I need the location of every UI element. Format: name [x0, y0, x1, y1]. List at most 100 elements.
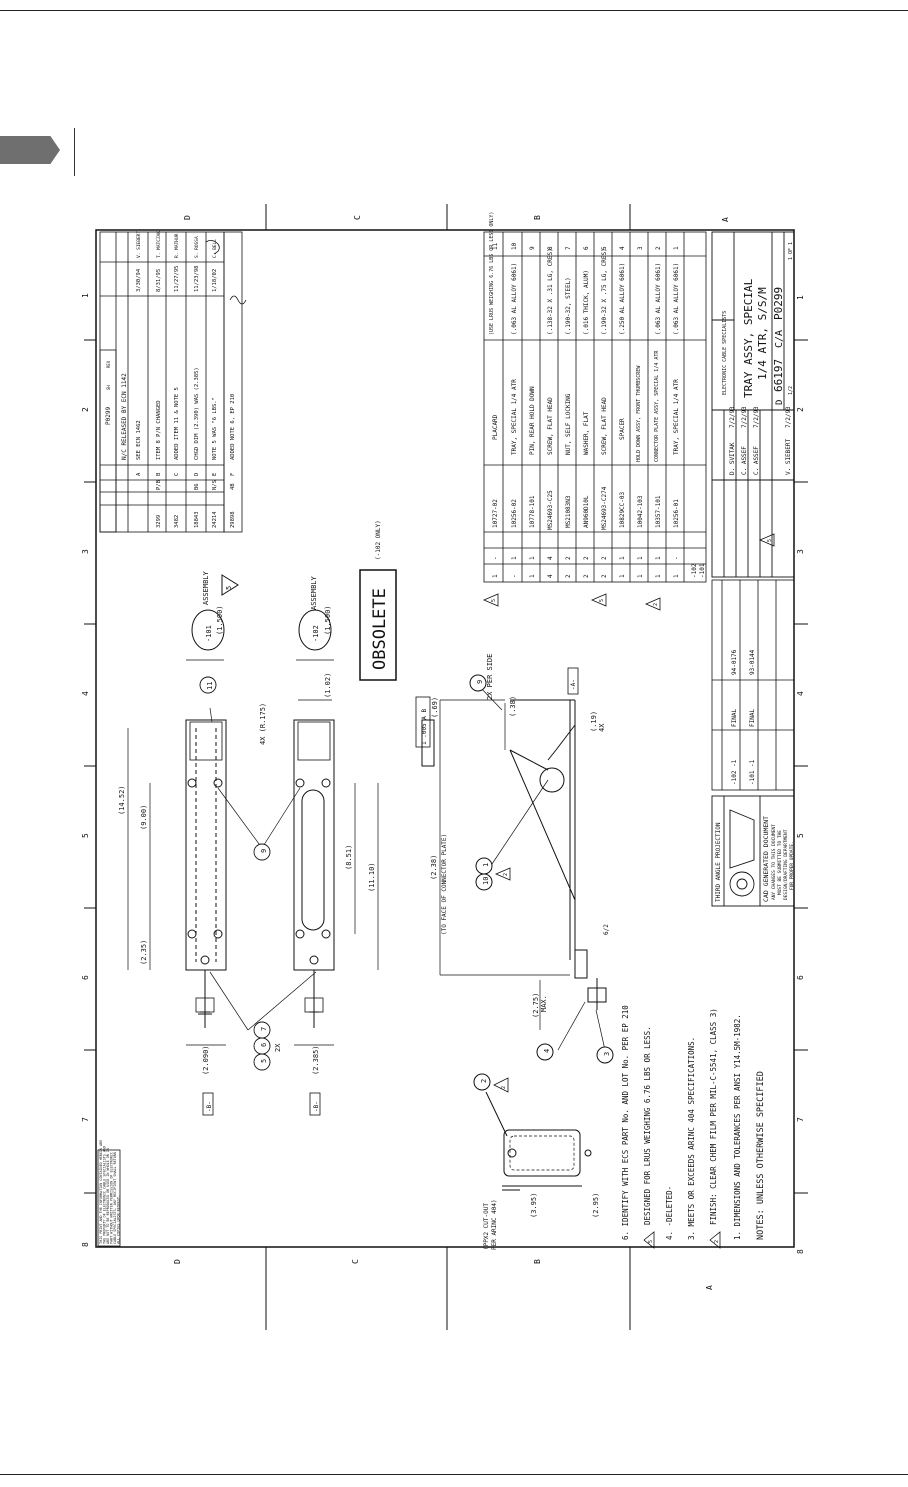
svg-text:-: - — [492, 556, 499, 560]
svg-text:(.138-32 X .31 LG, CRES): (.138-32 X .31 LG, CRES) — [547, 248, 554, 335]
datum-b-2: -B- — [313, 1101, 320, 1112]
feature-control-frame: 1 .005 A B — [415, 696, 431, 748]
svg-text:11/23/98: 11/23/98 — [194, 266, 200, 293]
svg-text:MUST BE SUBMITTED TO THE: MUST BE SUBMITTED TO THE — [777, 830, 783, 895]
svg-text:1: 1 — [511, 556, 518, 560]
svg-text:TRAY, SPECIAL 1/4 ATR: TRAY, SPECIAL 1/4 ATR — [673, 379, 680, 455]
engineer-date: 7/2/93 — [753, 406, 760, 428]
svg-text:11: 11 — [492, 242, 499, 250]
svg-text:94-0176: 94-0176 — [731, 649, 738, 675]
dim-4x-r175: 4X (R.175) — [259, 703, 267, 745]
fcf-text: 1 .005 A B — [421, 708, 428, 745]
dim-2-090: (2.090) — [202, 1045, 210, 1075]
title-block-text: ELECTRONIC CABLE SPECIALISTS TRAY ASSY, … — [722, 242, 794, 475]
dim-6-2: 6/2 — [603, 924, 610, 935]
bom-assy-101: -101 — [699, 563, 706, 578]
revision-header: P0299 SH REV N/C RELEASED BY ECN 1142 — [105, 360, 128, 460]
svg-text:R. MATHUR: R. MATHUR — [174, 233, 180, 258]
zone-D: D — [173, 1259, 182, 1264]
svg-text:3299: 3299 — [156, 515, 162, 528]
svg-text:P/B: P/B — [156, 479, 162, 490]
svg-text:T. MATCZAK: T. MATCZAK — [156, 231, 162, 258]
svg-text:10256-02: 10256-02 — [511, 499, 518, 528]
zone-2: 2 — [81, 407, 90, 412]
cutout-note-2: PER ARINC 404) — [491, 1199, 498, 1250]
assy-102-label: ASSEMBLY — [310, 575, 318, 610]
svg-text:1: 1 — [492, 574, 499, 578]
svg-text:HOLD DOWN ASSY, FRONT THUMBSCR: HOLD DOWN ASSY, FRONT THUMBSCREW — [636, 365, 642, 462]
svg-text:2: 2 — [565, 556, 572, 560]
revision-rows: A SEE ECN 1462 3/30/94 V. SIEBERT 3299 P… — [136, 231, 236, 528]
svg-text:4: 4 — [547, 574, 554, 578]
svg-text:10829CC-03: 10829CC-03 — [619, 491, 626, 528]
dim-1-500-a: (1.500) — [216, 605, 224, 635]
svg-text:(.016 THICK, ALUM): (.016 THICK, ALUM) — [583, 270, 590, 335]
svg-text:THE PROPERTY OF ELECTRONIC CAB: THE PROPERTY OF ELECTRONIC CABLE SPECIAL… — [103, 1146, 107, 1244]
zone-numbers-right: 8 7 6 5 4 3 2 1 — [796, 295, 805, 1254]
svg-text:-101 -1: -101 -1 — [749, 759, 756, 785]
rev-rev-label: REV — [106, 360, 111, 368]
drawn-date: 7/2/93 — [729, 406, 736, 428]
note-5-num: 5 — [648, 1240, 654, 1243]
application-table — [711, 579, 795, 791]
svg-text:3: 3 — [637, 246, 644, 250]
svg-text:NUT, SELF LOCKING: NUT, SELF LOCKING — [565, 393, 572, 455]
dim-3-95: (3.95) — [530, 1193, 538, 1218]
svg-text:F: F — [230, 473, 236, 476]
side-balloon-10: 10 — [482, 877, 490, 885]
top-view-dimensions: (14.52) (9.00) (2.35) (1.500) (1.500) (1… — [118, 605, 376, 1075]
scale: 1/2 — [788, 386, 794, 395]
svg-text:MS21083N3: MS21083N3 — [565, 495, 572, 528]
dim-0-69: (.69) — [431, 697, 439, 718]
proprietary-box — [97, 1149, 121, 1247]
notes-title: NOTES: UNLESS OTHERWISE SPECIFIED — [756, 1071, 766, 1240]
svg-text:SPACER: SPACER — [619, 418, 626, 440]
per-side-note: 2X PER SIDE — [486, 654, 494, 700]
sheet: 1 OF 1 — [788, 242, 794, 260]
svg-text:18843: 18843 — [194, 511, 200, 528]
zone-3: 3 — [796, 549, 805, 554]
balloon-5: 5 — [260, 1059, 268, 1063]
note-2: FINISH: CLEAR CHEM FILM PER MIL-C-5541, … — [709, 1008, 718, 1225]
zone-8: 8 — [81, 1242, 90, 1247]
svg-text:SCREW, FLAT HEAD: SCREW, FLAT HEAD — [547, 397, 554, 455]
qa-date: 7/2/93 — [785, 406, 792, 428]
svg-text:(.190-32 X .75 LG, CRES): (.190-32 X .75 LG, CRES) — [601, 248, 608, 335]
assy-101: -101 — [205, 625, 213, 642]
note-2-num: 2 — [714, 1240, 720, 1243]
rev-dwg: P0299 — [105, 407, 112, 425]
dim-0-19: (.19) — [590, 711, 598, 732]
dim-2-38-note: (TO FACE OF CONNECTOR PLATE) — [441, 834, 448, 935]
svg-text:CHGD DIM (2.390) WAS (2.385): CHGD DIM (2.390) WAS (2.385) — [194, 367, 200, 460]
assy-101-label: ASSEMBLY — [202, 570, 210, 605]
svg-text:DESIGN/DRAFTING DEPARTMENT: DESIGN/DRAFTING DEPARTMENT — [783, 829, 789, 900]
svg-text:MS24693-C25: MS24693-C25 — [547, 490, 554, 530]
svg-text:4: 4 — [547, 556, 554, 560]
svg-text:THIS PRINT AND THE INFORMATION: THIS PRINT AND THE INFORMATION CONTAINED… — [99, 1140, 103, 1244]
side-view-dims — [439, 684, 606, 1051]
svg-text:1: 1 — [655, 574, 662, 578]
svg-text:MS24693-C274: MS24693-C274 — [601, 486, 608, 530]
zone-letters: D C B A D C B A — [173, 215, 730, 1290]
svg-text:8/31/95: 8/31/95 — [156, 269, 162, 292]
svg-text:(.063 AL ALLOY 6061): (.063 AL ALLOY 6061) — [655, 263, 662, 335]
zone-1: 1 — [81, 293, 90, 298]
zone-A: A — [721, 217, 730, 222]
svg-text:1: 1 — [619, 574, 626, 578]
zone-3: 3 — [81, 549, 90, 554]
svg-text:S. ROSSA: S. ROSSA — [194, 236, 200, 258]
projection-block — [711, 795, 795, 907]
bom-rows: 11 1 - 10727-02 PLACARD (USE LRUS WEIGHI… — [489, 212, 706, 578]
note-3: 3. MEETS OR EXCEEDS ARINC 404 SPECIFICAT… — [687, 1037, 696, 1240]
svg-text:1: 1 — [637, 574, 644, 578]
top-view-balloon-labels: 11 9 7 6 5 2X — [206, 682, 282, 1063]
side-view — [421, 699, 607, 1010]
zone-4: 4 — [796, 691, 805, 696]
qa-by: V. SIEBERT — [785, 438, 792, 475]
top-view-101 — [185, 719, 227, 1028]
general-notes: NOTES: UNLESS OTHERWISE SPECIFIED 1. DIM… — [621, 1005, 766, 1249]
svg-text:PART WITHOUT WRITTEN PERMISSIO: PART WITHOUT WRITTEN PERMISSION OF ELECT… — [110, 1152, 114, 1244]
application-rows: -102 -1 FINAL 94-0176 -101 -1 FINAL 93-0… — [731, 649, 756, 785]
cage-code: 66197 — [772, 359, 785, 392]
qty-2x: 2X — [274, 1043, 282, 1052]
